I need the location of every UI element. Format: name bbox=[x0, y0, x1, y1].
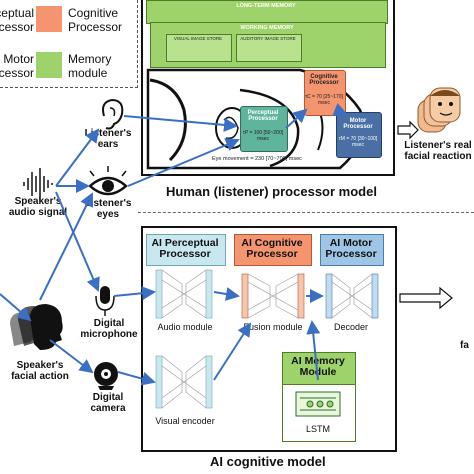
human-motor-processor-label: Motor Processor bbox=[343, 118, 373, 130]
visual-encoder-network bbox=[155, 355, 213, 409]
listener-face-icon bbox=[417, 87, 461, 133]
long-term-memory-label: LONG-TERM MEMORY bbox=[236, 3, 296, 9]
legend-cognitive-label: Cognitive Processor bbox=[68, 6, 123, 34]
legend-swatch-cognitive bbox=[36, 6, 62, 32]
eye-movement-label: Eye movement = 230 [70~700] msec bbox=[212, 156, 302, 162]
legend-memory-label: Memory module bbox=[68, 52, 112, 80]
fusion-module-network bbox=[241, 273, 305, 319]
decoder-network bbox=[325, 273, 379, 319]
fusion-module-label: Fusion module bbox=[243, 322, 303, 332]
auditory-image-store-box bbox=[236, 34, 302, 62]
audio-waveform-icon bbox=[23, 168, 53, 200]
legend-motor-label: Motor Processor bbox=[0, 52, 34, 80]
ai-model-title: AI cognitive model bbox=[210, 454, 326, 469]
human-perceptual-processor bbox=[240, 106, 288, 152]
human-cognitive-value: τC = 70 [25~170] msec bbox=[305, 94, 343, 106]
legend-border bbox=[0, 0, 138, 88]
human-motor-processor bbox=[336, 112, 382, 158]
visual-image-store-box bbox=[166, 34, 232, 62]
human-model-title: Human (listener) processor model bbox=[166, 184, 377, 199]
ear-icon bbox=[102, 98, 124, 130]
eye-icon bbox=[88, 166, 128, 196]
ai-motor-title: AI Motor Processor bbox=[325, 237, 377, 260]
digital-microphone-label: Digital microphone bbox=[80, 318, 138, 340]
visual-image-store-label: VISUAL IMAGE STORE bbox=[173, 36, 223, 41]
ai-perceptual-header bbox=[146, 234, 226, 266]
ai-cognitive-title: AI Cognitive Processor bbox=[241, 237, 303, 260]
visual-encoder-label: Visual encoder bbox=[155, 416, 215, 426]
speaker-audio-label: Speaker's audio signal bbox=[8, 196, 68, 218]
human-perceptual-processor-label: Perceptual Processor bbox=[247, 110, 279, 122]
ai-cognitive-header bbox=[234, 234, 312, 266]
webcam-icon bbox=[94, 362, 118, 390]
lstm-diagram bbox=[295, 391, 341, 417]
legend-swatch-memory bbox=[36, 52, 62, 78]
speaker-facial-label: Speaker's facial action bbox=[11, 360, 69, 382]
human-cognitive-processor-label: Cognitive Processor bbox=[309, 74, 339, 86]
listener-reaction-label: Listener's real facial reaction bbox=[404, 140, 472, 162]
cut-off-output-label: fa bbox=[460, 340, 469, 351]
long-term-memory-box bbox=[146, 0, 388, 24]
microphone-icon bbox=[95, 286, 115, 316]
human-perceptual-value: τP = 100 [50~200] msec bbox=[242, 130, 284, 142]
listener-eyes-label: Listener's eyes bbox=[84, 198, 132, 220]
audio-module-label: Audio module bbox=[157, 322, 213, 332]
human-motor-value: τM = 70 [30~100] msec bbox=[338, 136, 378, 148]
lstm-label: LSTM bbox=[305, 424, 330, 434]
digital-camera-label: Digital camera bbox=[90, 392, 126, 414]
decoder-label: Decoder bbox=[333, 322, 369, 332]
ai-motor-header bbox=[320, 234, 384, 266]
listener-ears-label: Listener's ears bbox=[84, 128, 132, 150]
section-divider bbox=[138, 212, 474, 213]
audio-module-network bbox=[155, 269, 213, 319]
legend-perceptual-label: Perceptual Processor bbox=[0, 6, 34, 34]
working-memory-label: WORKING MEMORY bbox=[240, 25, 294, 31]
auditory-image-store-label: AUDITORY IMAGE STORE bbox=[240, 36, 296, 41]
ai-perceptual-title: AI Perceptual Processor bbox=[151, 237, 219, 260]
